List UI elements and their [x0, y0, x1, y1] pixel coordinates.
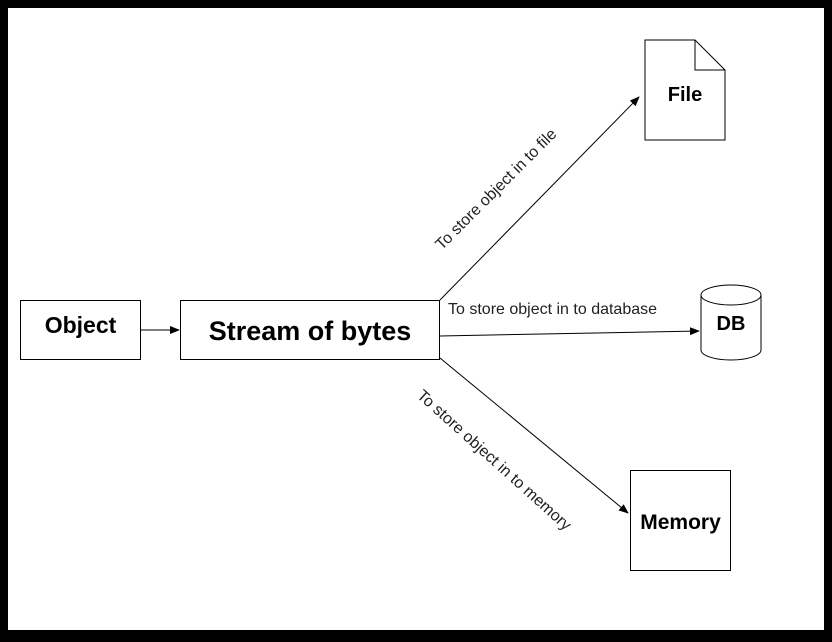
stream-of-bytes-node: Stream of bytes [180, 300, 440, 360]
edge-stream-to-memory [439, 357, 629, 514]
connectors-layer [141, 39, 762, 514]
object-node: Object [20, 300, 141, 360]
file-fold [694, 40, 725, 71]
memory-node: Memory [630, 470, 731, 571]
edge-label-to-db: To store object in to database [448, 301, 658, 318]
db-shape [700, 284, 762, 361]
file-shape [644, 39, 726, 141]
file-node-label: File [667, 84, 703, 106]
diagram-canvas: Object Stream of bytes Memory File DB To… [8, 8, 824, 630]
edge-stream-to-db [439, 327, 700, 337]
edge-stream-to-file [439, 96, 640, 301]
db-node-label: DB [716, 313, 746, 335]
